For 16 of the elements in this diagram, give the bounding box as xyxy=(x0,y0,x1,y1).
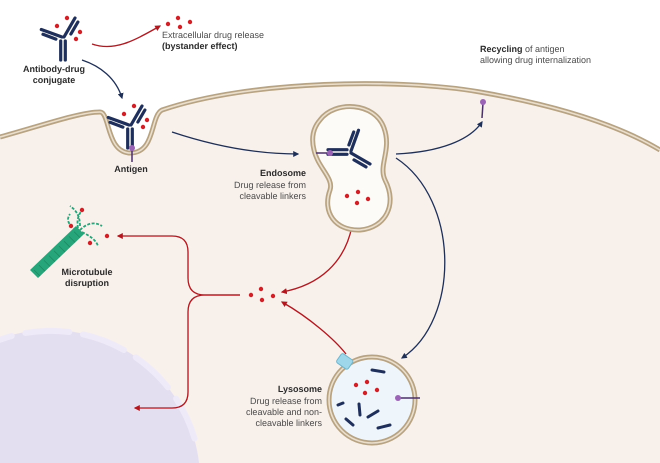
arrow xyxy=(92,25,162,48)
description-text: Drug release from cleavable linkers xyxy=(232,180,306,202)
arrow xyxy=(82,59,124,100)
arrow xyxy=(172,131,300,157)
heading-label: Antigen xyxy=(113,164,149,175)
description-text: Extracellular drug release (bystander effect) xyxy=(162,30,266,52)
arrow xyxy=(280,301,346,354)
arrow xyxy=(396,121,483,155)
heading-label: Microtubule disruption xyxy=(60,267,114,289)
arrow xyxy=(396,158,446,359)
description-text: Recycling of antigen allowing drug internalization xyxy=(480,44,592,66)
description-text: Drug release from cleavable and non-cleavable linkers xyxy=(244,396,322,429)
heading-label: Endosome xyxy=(258,168,306,179)
arrow xyxy=(134,294,240,411)
heading-label: Lysosome xyxy=(276,384,322,395)
heading-label: Antibody-drug conjugate xyxy=(22,64,86,86)
